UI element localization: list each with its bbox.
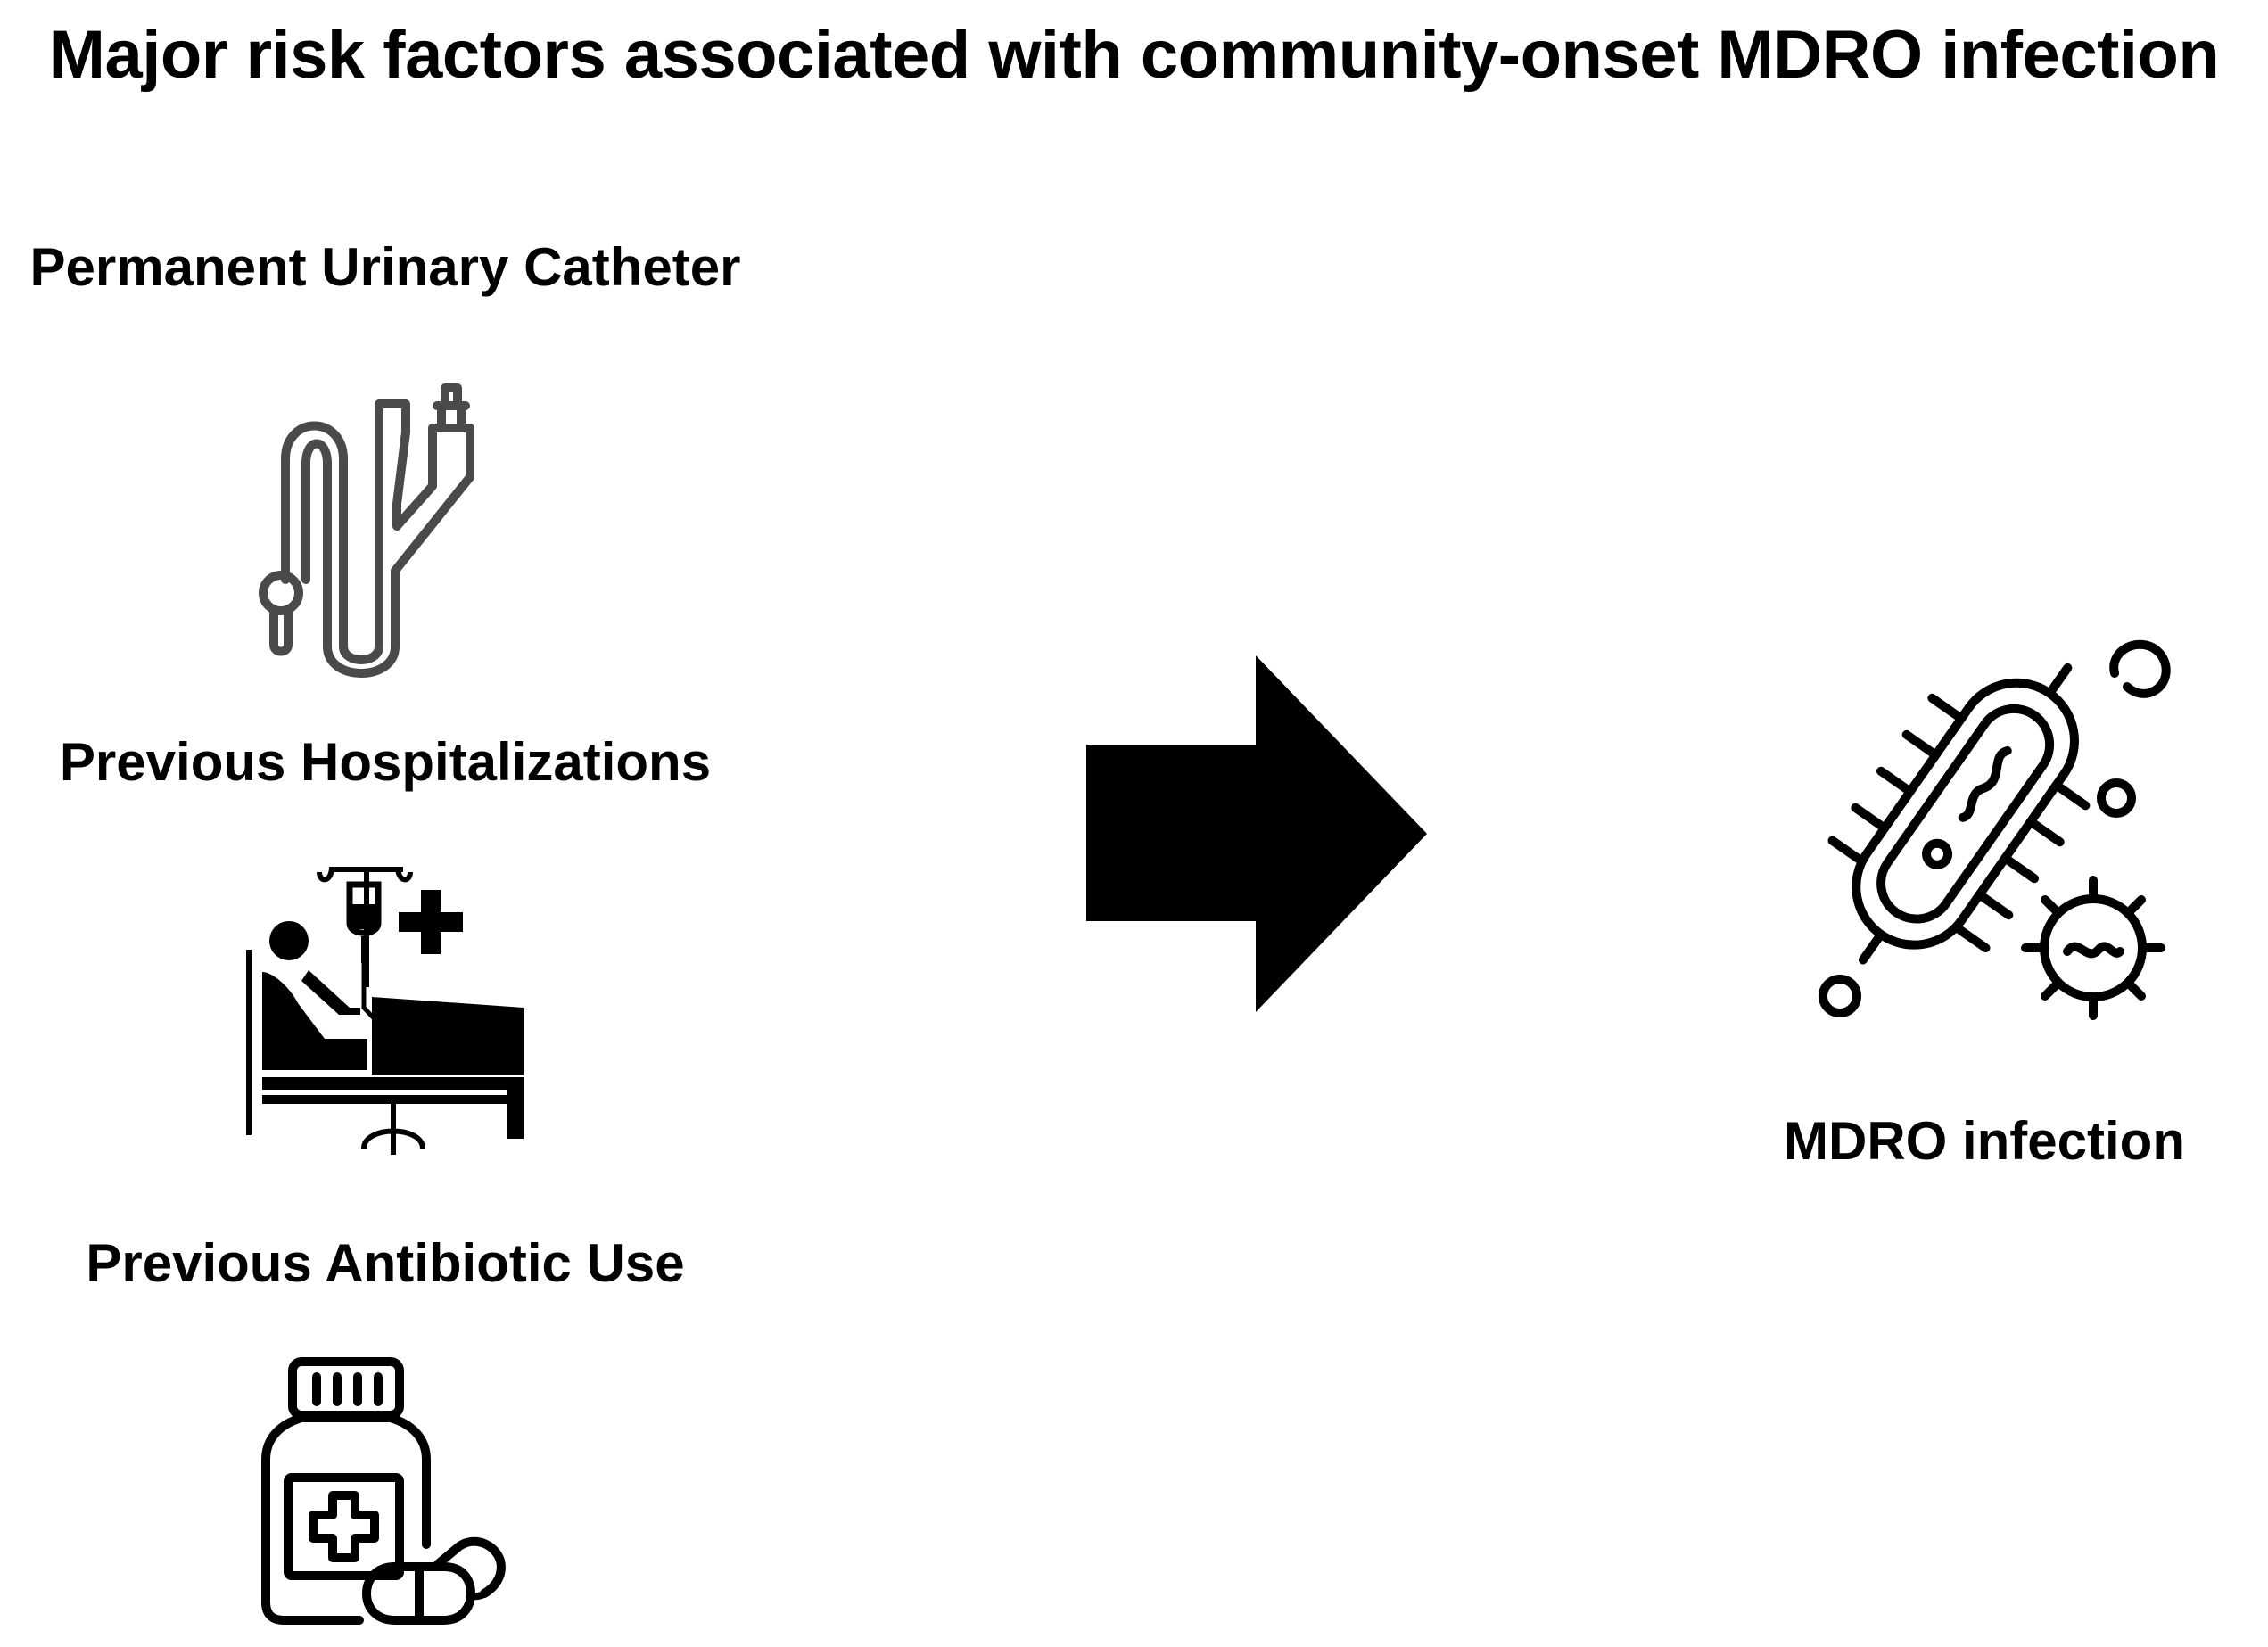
outcome-label: MDRO infection xyxy=(1784,1111,2185,1171)
diagram-title: Major risk factors associated with commu… xyxy=(48,17,2220,93)
bacteria-icon xyxy=(1797,638,2172,1030)
risk-factor-label-antibiotics: Previous Antibiotic Use xyxy=(86,1233,685,1293)
medicine-bottle-icon xyxy=(261,1357,507,1629)
urinary-catheter-icon xyxy=(254,379,531,678)
hospital-bed-icon xyxy=(243,865,528,1155)
right-arrow-icon xyxy=(1086,655,1427,1012)
risk-factor-label-hospitalizations: Previous Hospitalizations xyxy=(59,732,712,792)
risk-factor-label-catheter: Permanent Urinary Catheter xyxy=(29,237,741,297)
